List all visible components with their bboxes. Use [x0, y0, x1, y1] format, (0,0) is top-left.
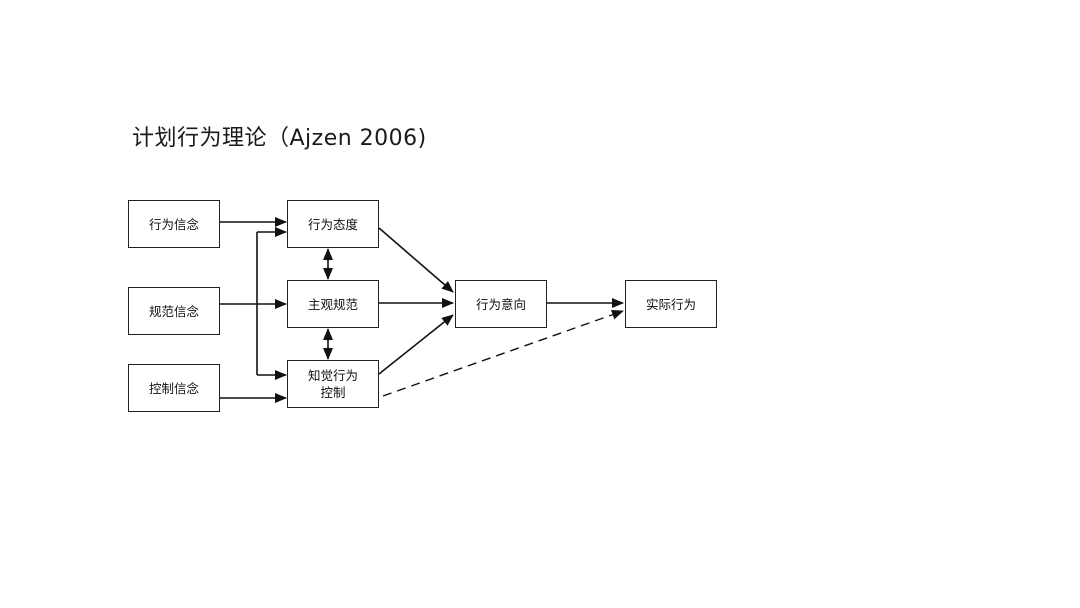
node-control-belief: 控制信念 [128, 364, 220, 412]
node-behavior-belief: 行为信念 [128, 200, 220, 248]
node-attitude-label: 行为态度 [307, 216, 358, 232]
node-control-belief-label: 控制信念 [148, 380, 199, 396]
node-normative-belief-label: 规范信念 [148, 303, 199, 319]
node-actual-behavior: 实际行为 [625, 280, 717, 328]
node-intention-label: 行为意向 [475, 296, 526, 312]
node-normative-belief: 规范信念 [128, 287, 220, 335]
node-pbc-label-line1: 知觉行为 [307, 368, 358, 383]
node-intention: 行为意向 [455, 280, 547, 328]
arrow-attitude-to-intention [378, 227, 454, 293]
arrow-pbc-to-intention [378, 314, 454, 375]
node-attitude: 行为态度 [287, 200, 379, 248]
node-subjective-norm: 主观规范 [287, 280, 379, 328]
node-behavior-belief-label: 行为信念 [148, 216, 199, 232]
node-subjective-norm-label: 主观规范 [307, 296, 358, 312]
dashed-arrow-pbc-to-behavior [382, 309, 624, 397]
node-actual-behavior-label: 实际行为 [645, 296, 696, 312]
node-perceived-behavioral-control: 知觉行为 控制 [287, 360, 379, 408]
node-pbc-label-line2: 控制 [320, 385, 346, 400]
diagram-title: 计划行为理论（Ajzen 2006) [132, 126, 427, 151]
